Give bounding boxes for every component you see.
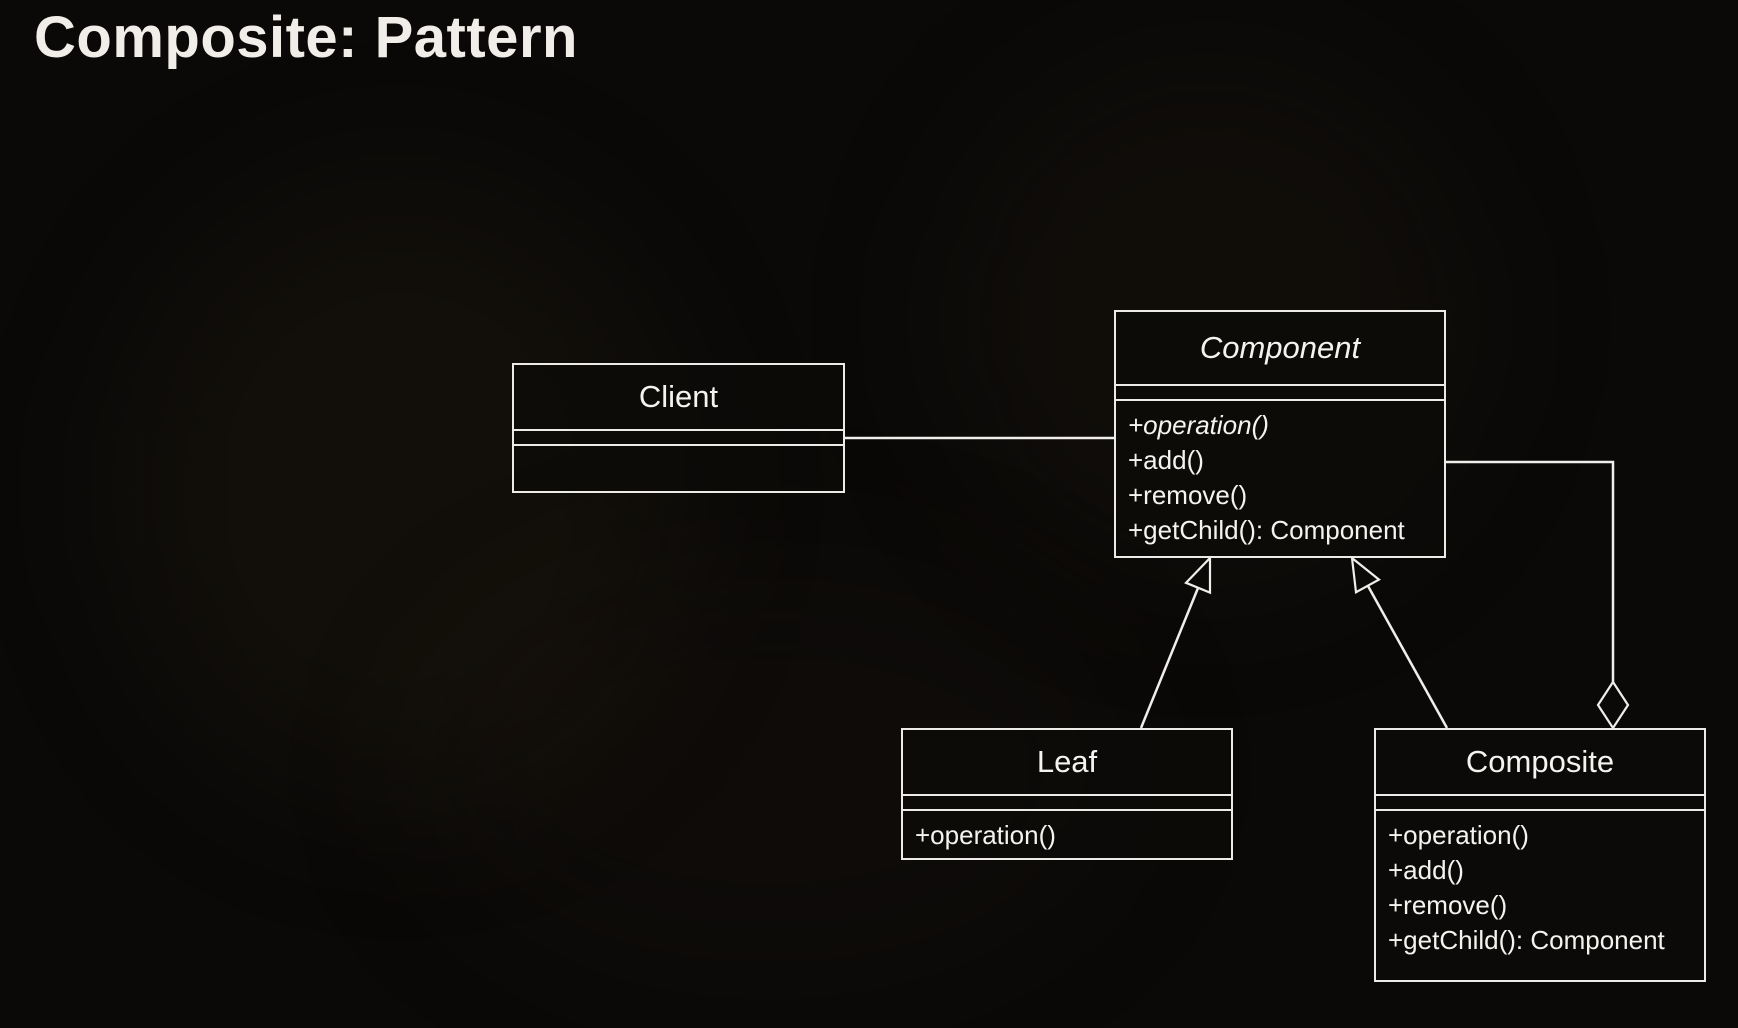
class-name: Leaf xyxy=(1036,744,1098,779)
operations-compartment: +operation() xyxy=(903,809,1231,853)
class-name: Component xyxy=(1199,330,1361,365)
uml-class-composite: Composite +operation() +add() +remove() … xyxy=(1374,728,1706,982)
aggregation-diamond-icon xyxy=(1596,679,1630,731)
method: +remove() xyxy=(1128,480,1248,510)
class-name: Composite xyxy=(1465,744,1615,779)
operations-compartment: +operation() +add() +remove() +getChild(… xyxy=(1116,399,1444,548)
composite-generalization-line xyxy=(1366,585,1449,729)
generalization-arrowhead-icon xyxy=(1184,555,1212,595)
uml-class-client: Client xyxy=(512,363,845,493)
operations-compartment xyxy=(514,444,843,453)
aggregation-line xyxy=(1446,460,1615,684)
method: +operation() xyxy=(915,820,1056,850)
method: +add() xyxy=(1388,855,1464,885)
attributes-compartment xyxy=(1116,384,1444,399)
method: +operation() xyxy=(1388,820,1529,850)
generalization-arrowhead-icon xyxy=(1350,555,1381,594)
operations-compartment: +operation() +add() +remove() +getChild(… xyxy=(1376,809,1704,958)
attributes-compartment xyxy=(514,429,843,444)
method: +add() xyxy=(1128,445,1204,475)
method: +getChild(): Component xyxy=(1128,515,1405,545)
class-name: Client xyxy=(638,379,719,414)
method: +remove() xyxy=(1388,890,1508,920)
slide-title: Composite: Pattern xyxy=(34,5,578,70)
attributes-compartment xyxy=(903,794,1231,809)
uml-class-leaf: Leaf +operation() xyxy=(901,728,1233,860)
method: +operation() xyxy=(1128,410,1269,440)
uml-class-component: Component +operation() +add() +remove() … xyxy=(1114,310,1446,558)
attributes-compartment xyxy=(1376,794,1704,809)
leaf-generalization-line xyxy=(1139,587,1200,729)
method: +getChild(): Component xyxy=(1388,925,1665,955)
